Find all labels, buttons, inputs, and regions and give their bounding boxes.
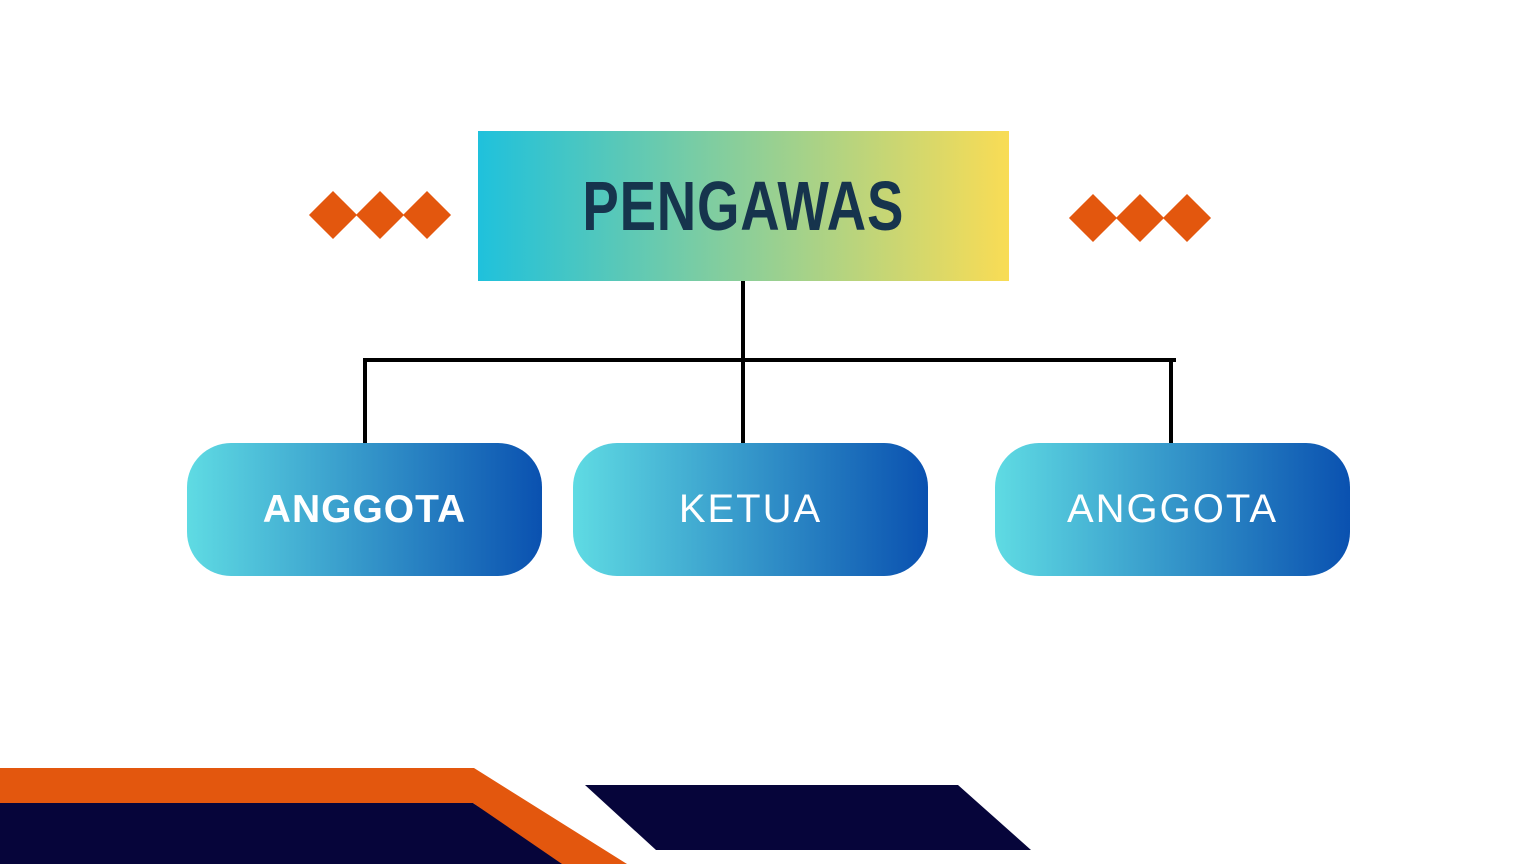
connector-drop-right <box>1169 358 1173 444</box>
org-node-ketua-label: KETUA <box>678 487 823 531</box>
org-node-anggota-left: ANGGOTA <box>187 443 542 576</box>
diamond-icon <box>402 190 452 240</box>
org-node-ketua: KETUA <box>573 443 928 576</box>
diamond-icon <box>355 190 405 240</box>
org-node-root-label: PENGAWAS <box>582 167 905 245</box>
ribbon-navy-right-icon <box>585 785 1031 850</box>
ribbon-orange-left-icon <box>0 768 627 864</box>
org-node-root: PENGAWAS <box>478 131 1009 281</box>
org-node-anggota-left-label: ANGGOTA <box>262 487 467 531</box>
connector-drop-center <box>741 358 745 444</box>
diamond-group-left <box>308 190 452 240</box>
diamond-group-right <box>1068 193 1212 243</box>
org-node-anggota-right: ANGGOTA <box>995 443 1350 576</box>
ribbon-navy-left-icon <box>0 803 567 864</box>
connector-horizontal <box>363 358 1176 362</box>
diamond-icon <box>308 190 358 240</box>
connector-root-stem <box>741 281 745 360</box>
org-node-anggota-right-label: ANGGOTA <box>1066 487 1279 531</box>
diamond-icon <box>1162 193 1212 243</box>
diamond-icon <box>1068 193 1118 243</box>
connector-drop-left <box>363 358 367 444</box>
diamond-icon <box>1115 193 1165 243</box>
